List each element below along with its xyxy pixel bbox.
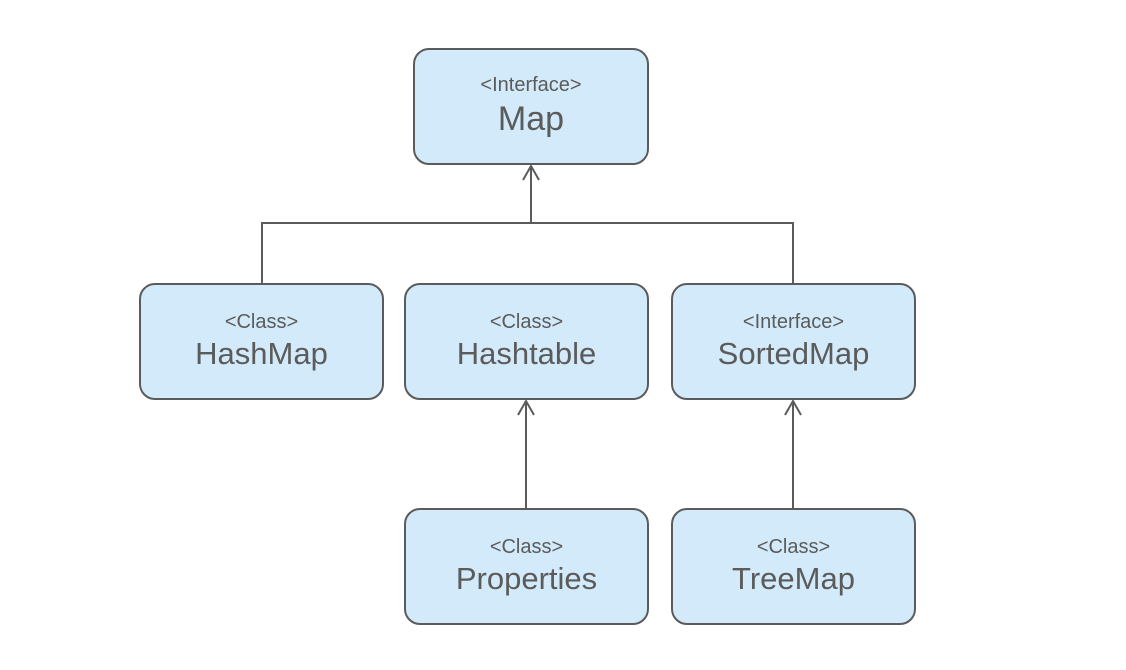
node-properties: <Class> Properties	[404, 508, 649, 625]
edge-hashmap-to-map	[261, 222, 531, 283]
node-treemap-name: TreeMap	[732, 561, 855, 596]
node-sortedmap: <Interface> SortedMap	[671, 283, 916, 400]
node-properties-name: Properties	[455, 561, 598, 596]
node-treemap: <Class> TreeMap	[671, 508, 916, 625]
node-hashmap-name: HashMap	[195, 336, 328, 371]
node-map: <Interface> Map	[413, 48, 649, 165]
node-properties-stereotype: <Class>	[489, 536, 564, 558]
node-hashmap: <Class> HashMap	[139, 283, 384, 400]
node-map-stereotype: <Interface>	[480, 74, 582, 96]
node-hashmap-stereotype: <Class>	[224, 311, 299, 333]
node-sortedmap-stereotype: <Interface>	[742, 311, 845, 333]
node-hashtable-stereotype: <Class>	[489, 311, 564, 333]
node-hashtable-name: Hashtable	[456, 336, 597, 371]
node-hashtable: <Class> Hashtable	[404, 283, 649, 400]
arrowhead-map	[522, 163, 540, 181]
edge-sortedmap-to-map	[531, 222, 794, 283]
arrowhead-hashtable	[517, 398, 535, 416]
node-map-name: Map	[497, 100, 565, 138]
arrowhead-sortedmap	[784, 398, 802, 416]
node-treemap-stereotype: <Class>	[756, 536, 831, 558]
node-sortedmap-name: SortedMap	[717, 336, 870, 371]
